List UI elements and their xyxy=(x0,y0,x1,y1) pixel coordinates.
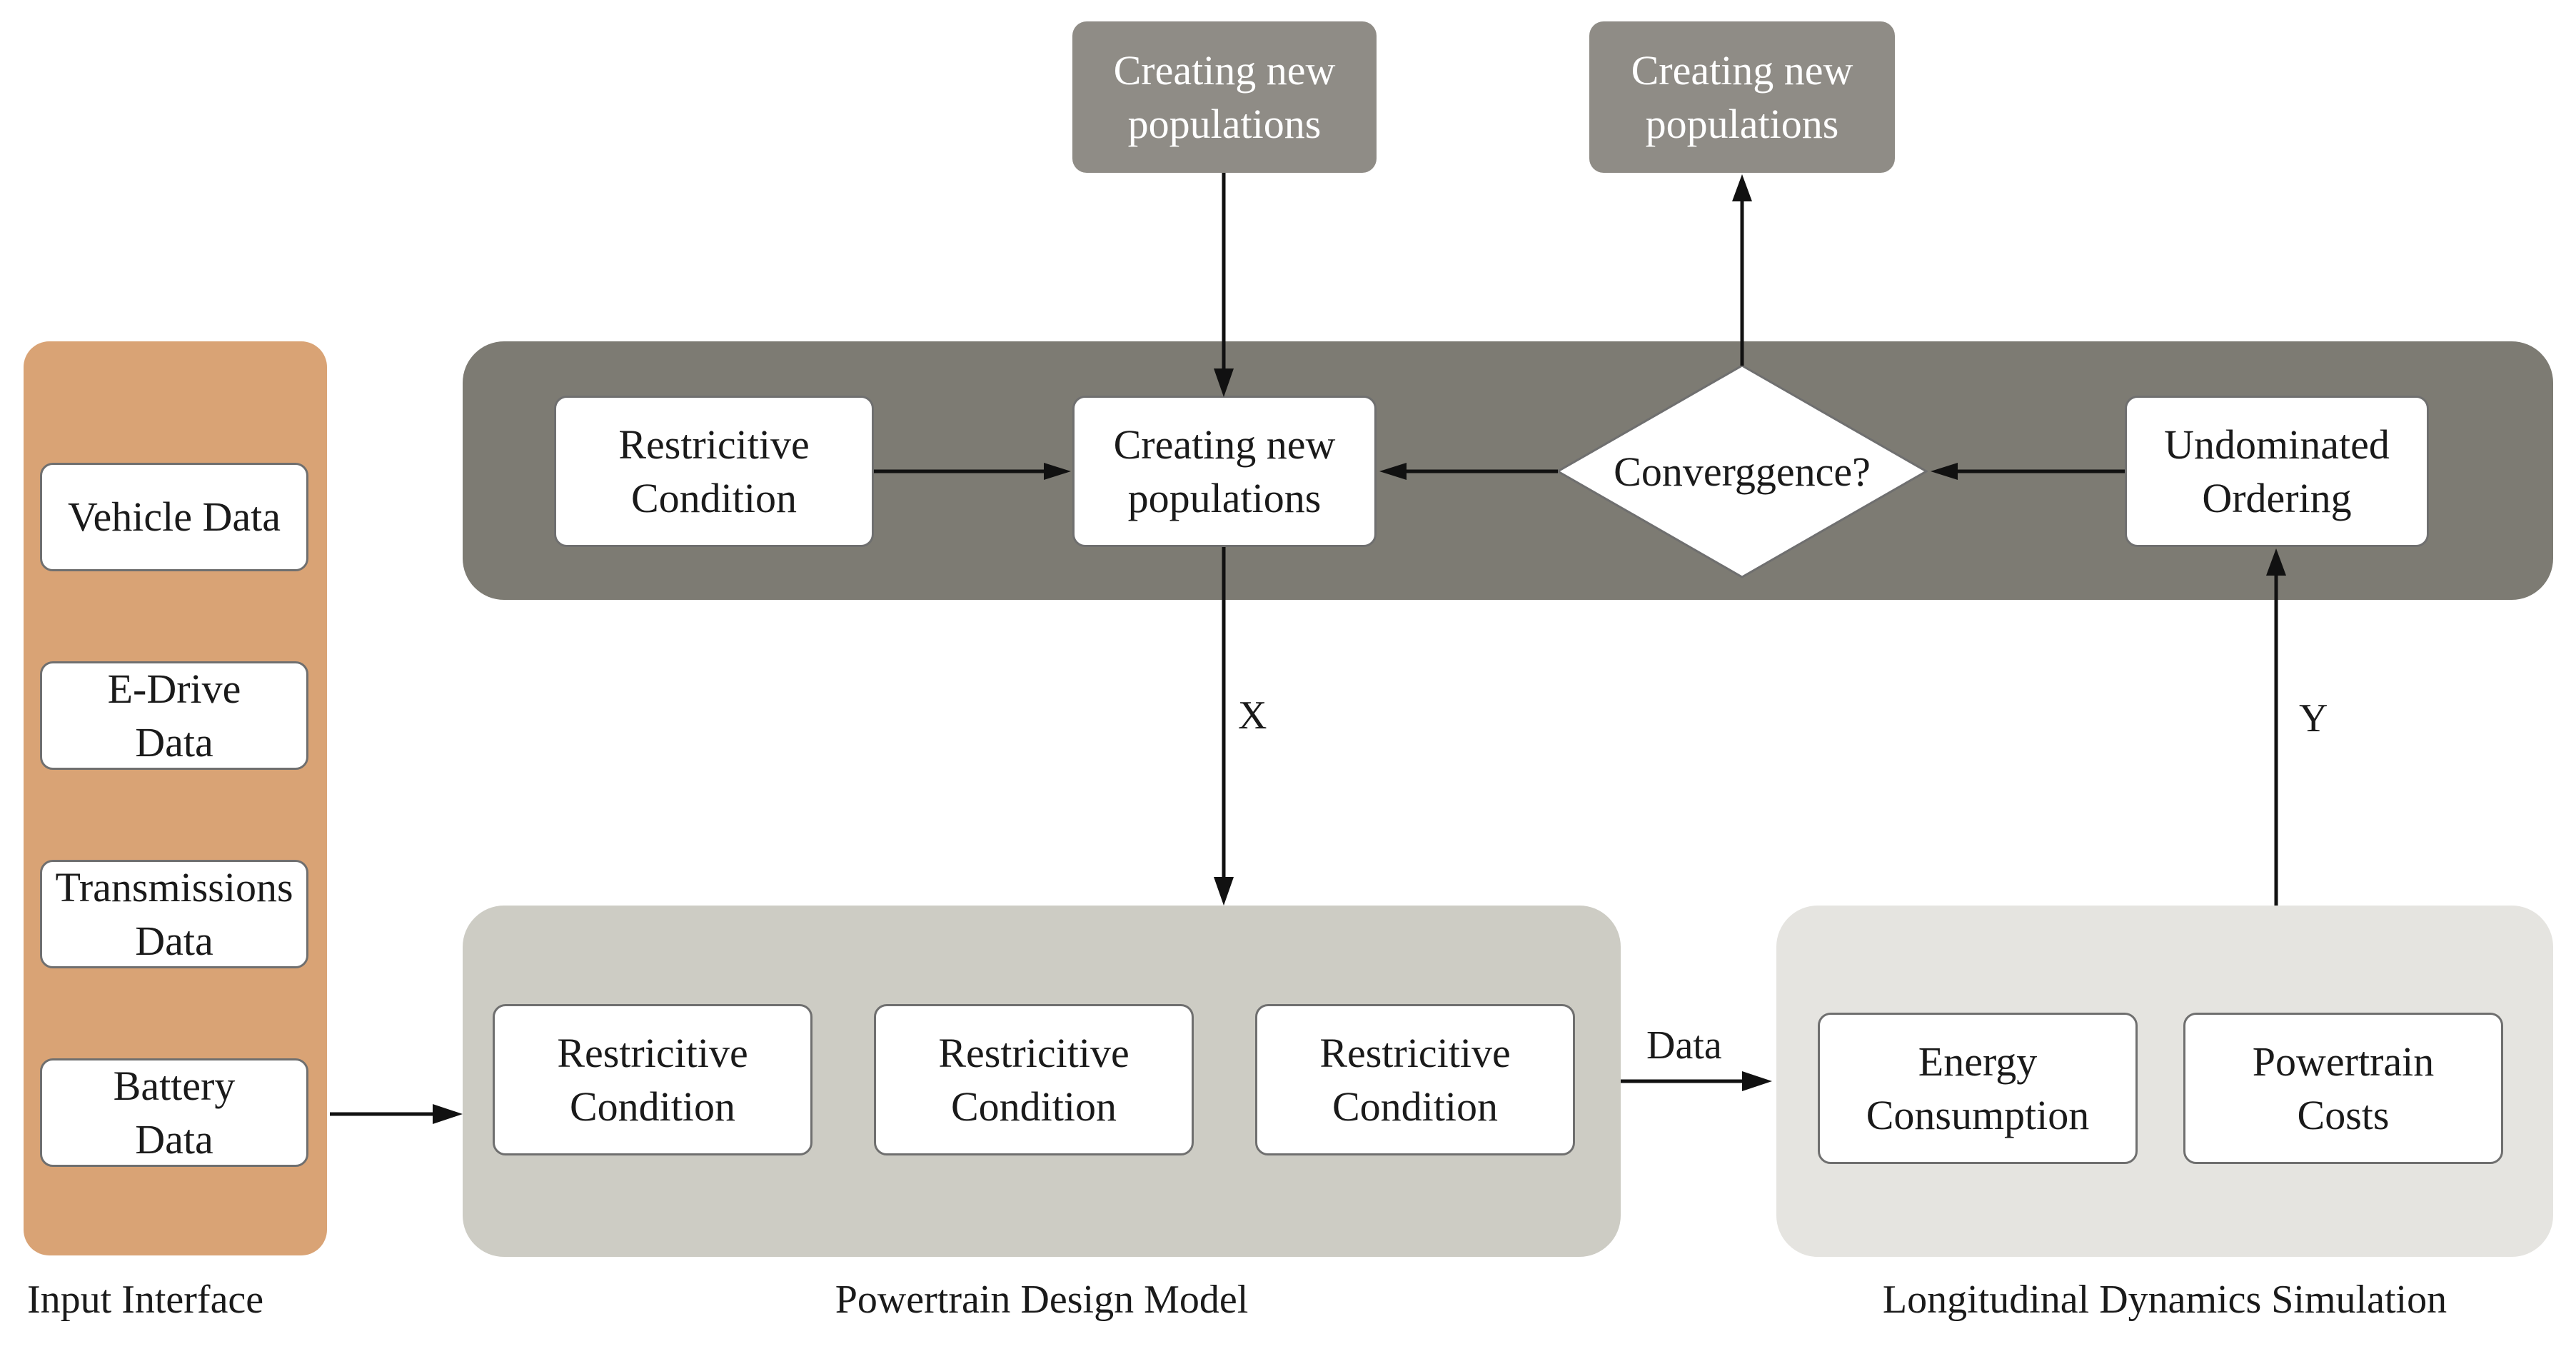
input-item-transmissions-data: Transmissions Data xyxy=(40,860,308,968)
caption-input-interface: Input Interface xyxy=(27,1278,264,1322)
creating-populations-top-left: Creating new populations xyxy=(1072,21,1377,173)
arrowhead-restrictive-to-creating xyxy=(1044,463,1071,480)
caption-longitudinal-dynamics-simulation: Longitudinal Dynamics Simulation xyxy=(1882,1278,2447,1322)
arrowhead-ordering-to-convergence xyxy=(1931,463,1958,480)
arrowhead-convergence-to-creating xyxy=(1379,463,1407,480)
optimizer-creating-populations-box: Creating new populations xyxy=(1072,396,1377,547)
edge-label-data: Data xyxy=(1646,1023,1722,1068)
energy-consumption-box: Energy Consumption xyxy=(1818,1013,2138,1164)
input-item-battery-data: Battery Data xyxy=(40,1058,308,1167)
arrowhead-x-down xyxy=(1214,877,1234,906)
design-restrictive-condition-3: Restricitive Condition xyxy=(1255,1004,1575,1155)
powertrain-costs-box: Powertrain Costs xyxy=(2183,1013,2503,1164)
convergence-decision-diamond xyxy=(1556,364,1928,578)
arrowhead-design-to-simulation xyxy=(1742,1071,1772,1091)
input-item-vehicle-data: Vehicle Data xyxy=(40,463,308,571)
creating-populations-top-right: Creating new populations xyxy=(1589,21,1895,173)
design-restrictive-condition-1: Restricitive Condition xyxy=(493,1004,812,1155)
arrowhead-y-up xyxy=(2266,548,2286,576)
edge-label-x: X xyxy=(1238,693,1267,738)
design-restrictive-condition-2: Restricitive Condition xyxy=(874,1004,1194,1155)
caption-powertrain-design-model: Powertrain Design Model xyxy=(835,1278,1249,1322)
undominated-ordering-box: Undominated Ordering xyxy=(2125,396,2429,547)
convergence-label: Converggence? xyxy=(1614,448,1871,495)
edge-label-y: Y xyxy=(2299,696,2328,741)
arrowhead-top-to-creating xyxy=(1214,368,1234,397)
input-item-e-drive-data: E-Drive Data xyxy=(40,661,308,770)
arrowhead-input-to-design xyxy=(433,1104,463,1124)
optimizer-restrictive-condition-box: Restricitive Condition xyxy=(554,396,874,547)
arrowhead-convergence-to-top xyxy=(1732,174,1752,201)
